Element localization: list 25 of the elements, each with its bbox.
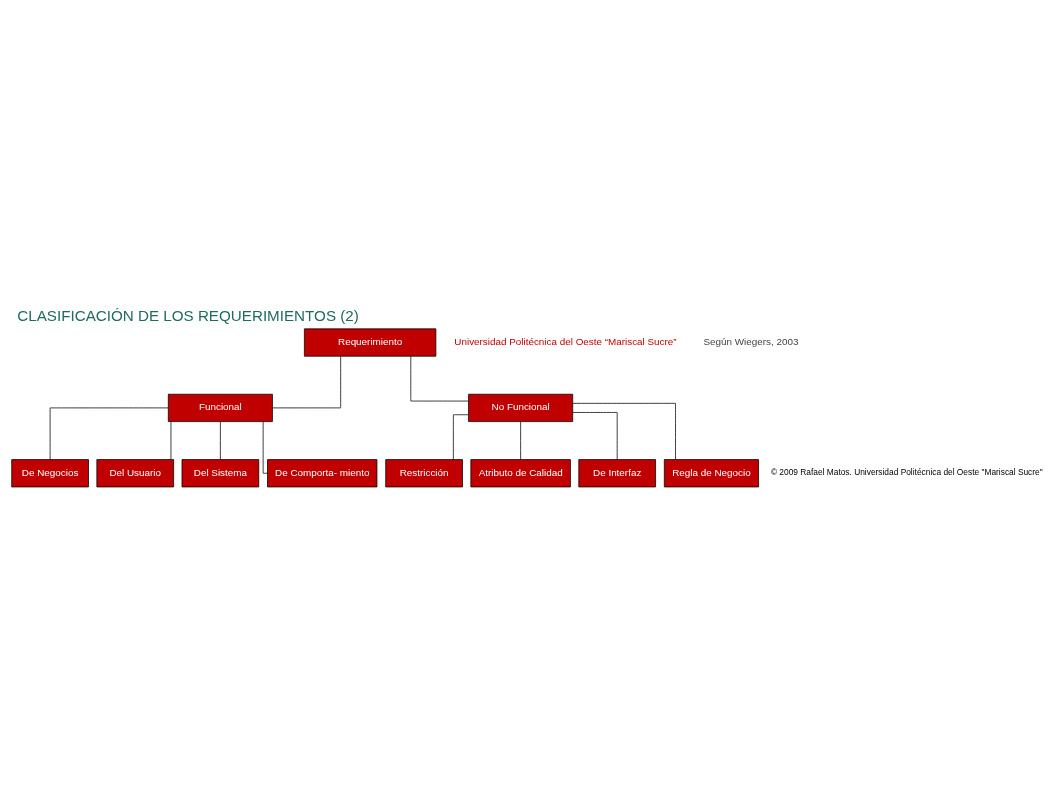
label: Universidad Politécnica del Oeste “Mariscal Sucre” [454,336,677,348]
connector [220,421,221,460]
connector [49,407,169,460]
connector [170,421,172,460]
node-box: Atributo de Calidad [470,459,571,488]
label: © 2009 Rafael Matos. Universidad Politécnica del Oeste "Mariscal Sucre" [770,467,1043,478]
connector [272,356,342,409]
node-box: Restricción [385,459,463,488]
node-box: De Interfaz [578,459,656,488]
connector [572,402,676,460]
node-box: Del Sistema [181,459,260,488]
node-box: No Funcional [468,393,574,422]
connector [262,421,268,474]
node-box: Del Usuario [96,459,174,488]
label: Según Wiegers, 2003 [703,336,799,348]
diagram-title: CLASIFICACIÓN DE LOS REQUERIMIENTOS (2) [17,307,359,325]
node-box: De Comporta- miento [267,459,378,488]
node-box: Regla de Negocio [663,459,759,488]
node-box: Funcional [167,393,273,422]
connector [410,356,469,402]
node-box: De Negocios [11,459,89,488]
connector [572,412,618,460]
connector [453,414,469,460]
connector [520,421,521,460]
node-box: Requerimiento [304,328,437,357]
